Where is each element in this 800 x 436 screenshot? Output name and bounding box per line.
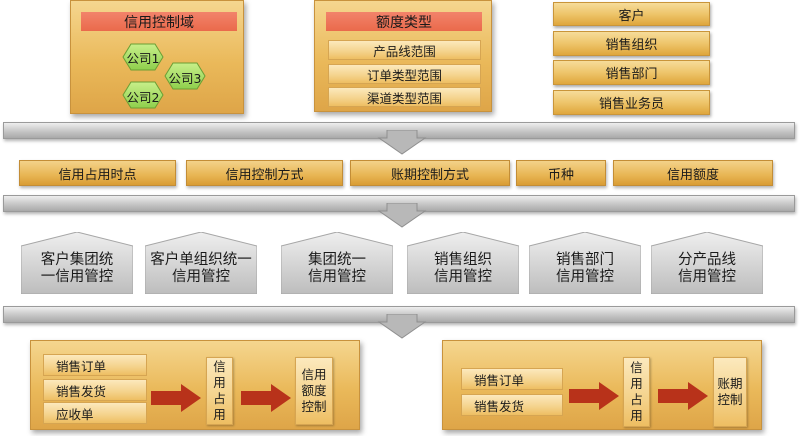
mode-customer-group-line1: 客户集团统 [40,252,114,268]
payment-term-control-line1: 账期 [717,376,743,391]
sales-dept-box: 销售部门 [553,60,710,85]
left-source-receivable: 应收单 [43,402,147,424]
mode-group-unified-line1: 集团统一 [308,252,366,268]
company-3-label: 公司3 [168,71,202,86]
mode-group-unified-line2: 信用管控 [308,269,366,285]
right-occupy-char-1: 信 [630,360,643,375]
left-source-sales-delivery: 销售发货 [43,379,147,401]
attr-credit-limit: 信用额度 [613,160,773,186]
left-source-sales-order: 销售订单 [43,354,147,376]
left-arrow-2 [241,384,291,412]
payment-term-control-line2: 控制 [717,392,743,407]
mode-sales-dept: 销售部门信用管控 [529,232,641,294]
mode-product-line-line2: 信用管控 [678,269,736,285]
mode-customer-single-org-line2: 信用管控 [172,269,230,285]
mode-customer-group-line2: 一信用管控 [40,269,114,285]
mode-sales-org: 销售组织信用管控 [407,232,519,294]
payment-term-control-box: 账期 控制 [713,357,747,427]
mode-product-line: 分产品线信用管控 [651,232,763,294]
credit-limit-flow-panel: 销售订单 销售发货 应收单 信 用 占 用 信用 额度 控制 [30,340,360,430]
mode-sales-org-line1: 销售组织 [434,252,492,268]
quota-item-product-line: 产品线范围 [328,40,481,60]
right-source-sales-order: 销售订单 [461,368,563,390]
mode-sales-org-line2: 信用管控 [434,269,492,285]
down-arrow-2 [377,203,427,228]
credit-domain-panel: 信用控制域 公司1 公司2 公司3 [70,0,244,114]
mode-group-unified: 集团统一信用管控 [281,232,393,294]
quota-item-order-type: 订单类型范围 [328,64,481,84]
left-occupy-char-4: 用 [213,407,226,422]
mode-sales-dept-line2: 信用管控 [556,269,614,285]
right-arrow-2 [658,382,708,410]
mode-customer-single-org-line1: 客户单组织统一 [150,252,252,268]
quota-item-channel-type: 渠道类型范围 [328,87,481,107]
mode-customer-group: 客户集团统一信用管控 [21,232,133,294]
right-source-sales-delivery: 销售发货 [461,394,563,416]
company-2-label: 公司2 [126,90,160,105]
company-hexagons [122,43,206,109]
attr-payment-term-control-method: 账期控制方式 [350,160,510,186]
left-occupy-char-3: 占 [213,391,226,406]
salesperson-box: 销售业务员 [553,90,710,115]
down-arrow-1 [377,130,427,155]
right-occupy-char-3: 占 [630,392,643,407]
company-1-label: 公司1 [126,51,160,66]
mode-product-line-line1: 分产品线 [678,252,736,268]
credit-limit-control-line1: 信用 [301,367,327,382]
customer-box: 客户 [553,2,710,26]
mode-sales-dept-line1: 销售部门 [556,252,614,268]
left-credit-occupy-box: 信 用 占 用 [206,357,233,425]
right-credit-occupy-box: 信 用 占 用 [623,357,650,427]
company-1-hexagon [122,43,164,71]
company-3-hexagon [164,62,206,90]
credit-limit-control-box: 信用 额度 控制 [295,357,333,425]
attr-credit-control-method: 信用控制方式 [186,160,343,186]
quota-type-panel: 额度类型 产品线范围 订单类型范围 渠道类型范围 [314,0,492,112]
sales-org-box: 销售组织 [553,31,710,56]
left-arrow-1 [151,384,201,412]
left-occupy-char-2: 用 [213,375,226,390]
left-occupy-char-1: 信 [213,359,226,374]
attr-credit-occupy-time: 信用占用时点 [19,160,176,186]
right-occupy-char-2: 用 [630,376,643,391]
credit-limit-control-line3: 控制 [301,399,327,414]
right-occupy-char-4: 用 [630,408,643,423]
credit-domain-title: 信用控制域 [81,12,237,31]
attr-currency: 币种 [516,160,606,186]
credit-limit-control-line2: 额度 [301,383,327,398]
mode-customer-single-org: 客户单组织统一信用管控 [145,232,257,294]
quota-type-title: 额度类型 [326,12,482,31]
down-arrow-3 [377,314,427,339]
company-2-hexagon [122,81,164,109]
payment-term-flow-panel: 销售订单 销售发货 信 用 占 用 账期 控制 [442,340,762,430]
right-arrow-1 [569,382,619,410]
